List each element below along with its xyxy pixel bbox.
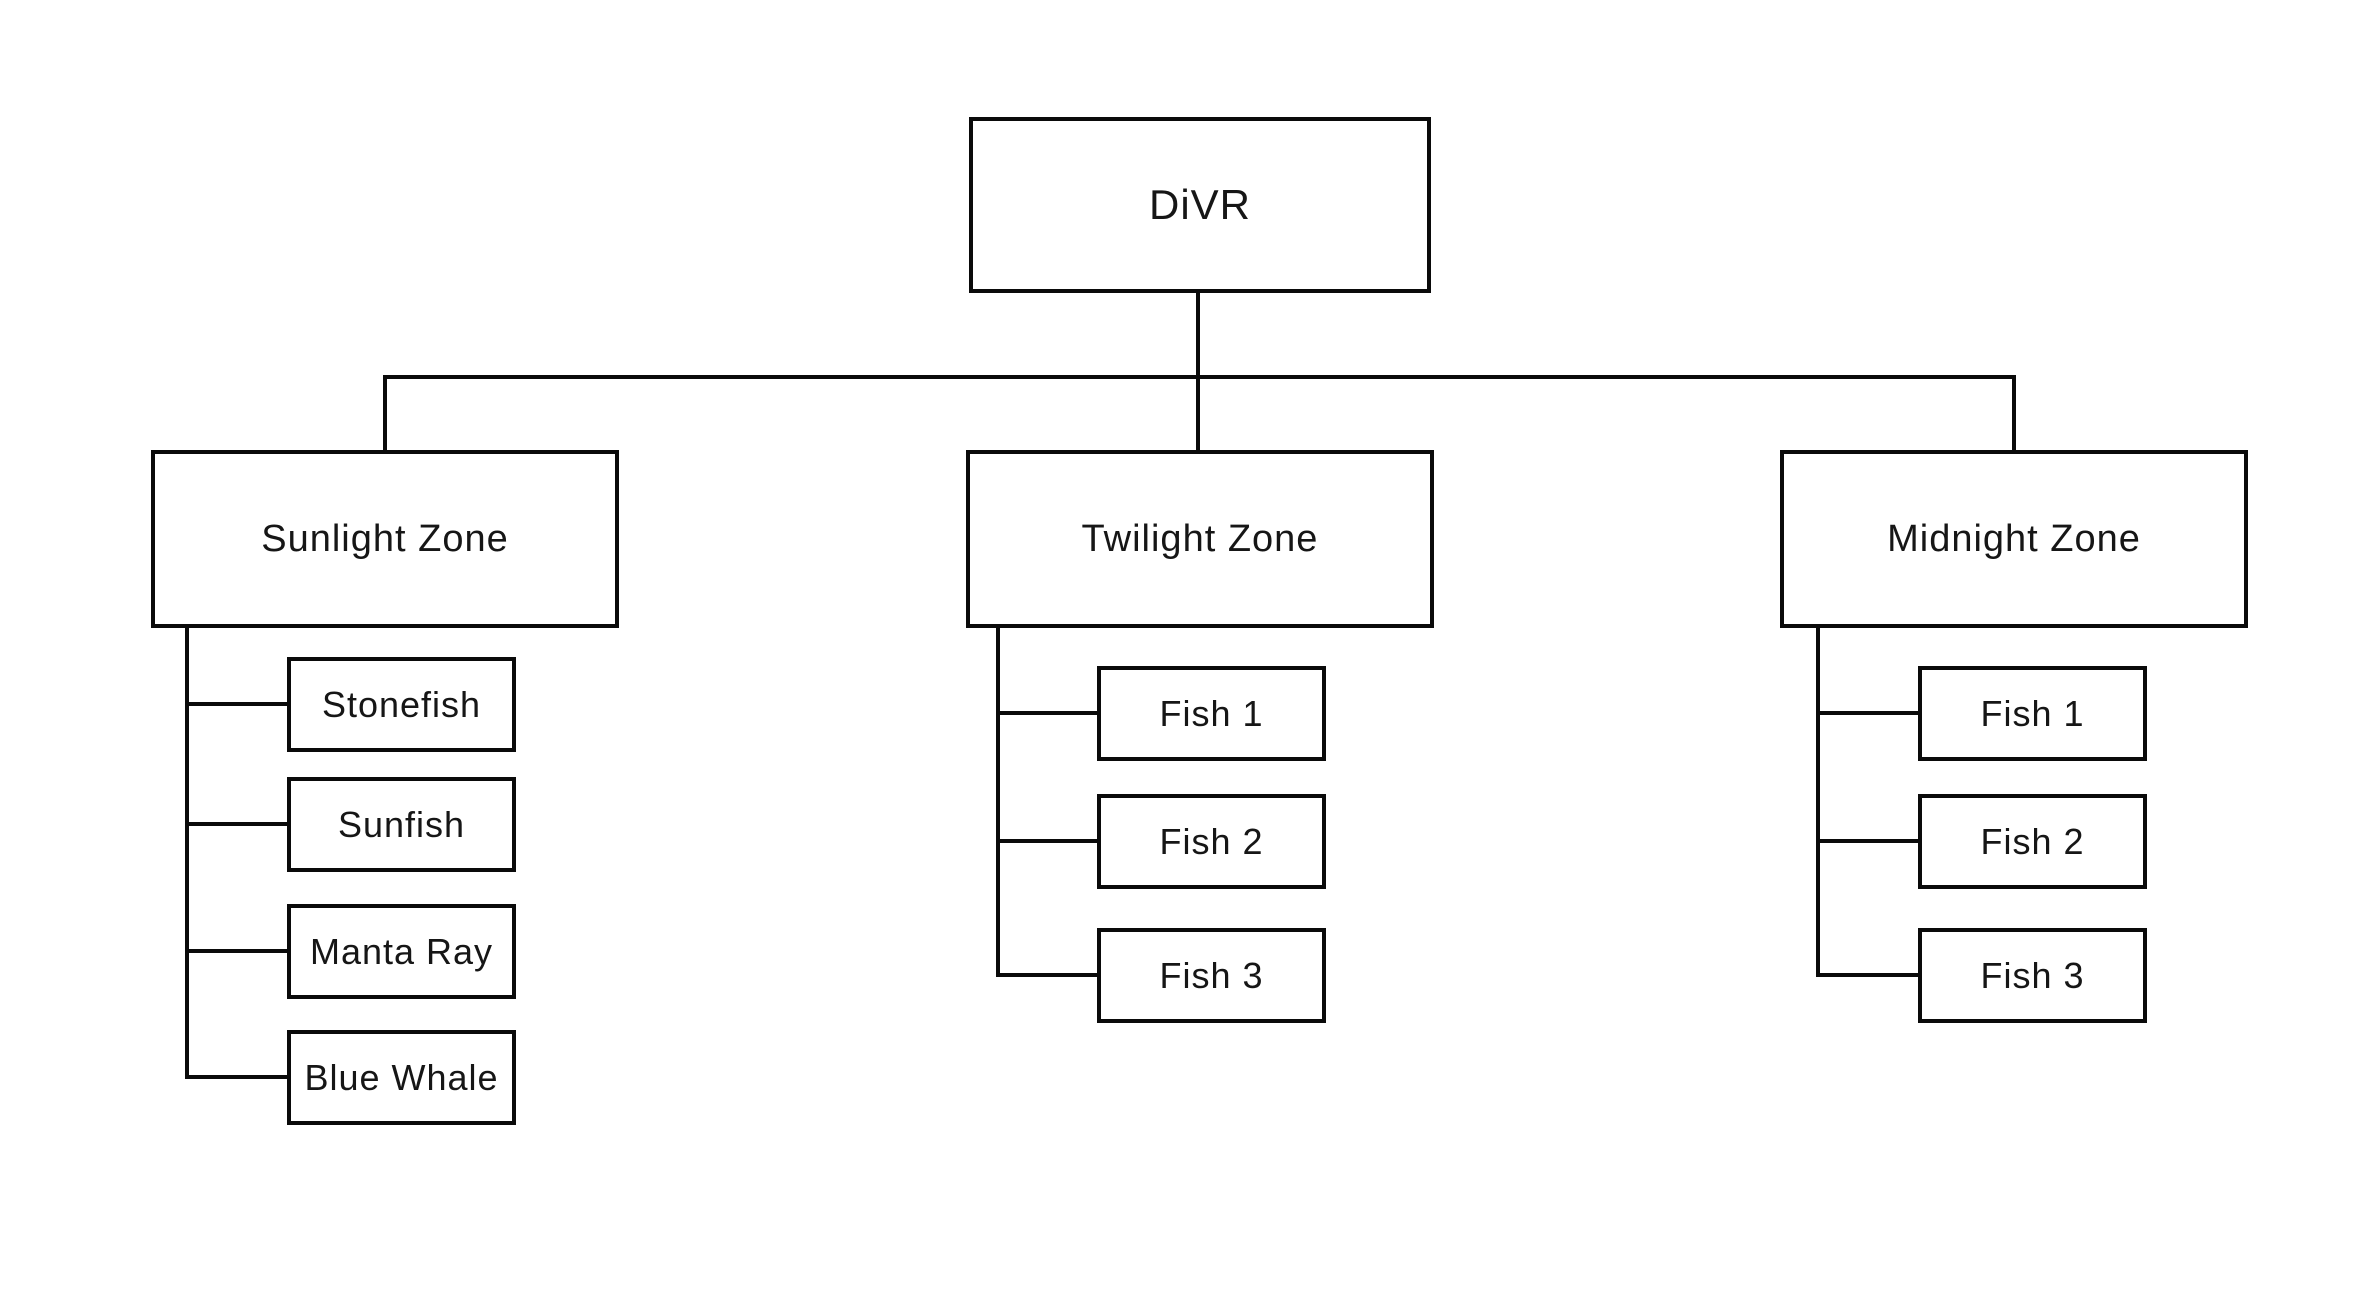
child-node-manta-ray: Manta Ray <box>287 904 516 999</box>
child-node-label: Fish 2 <box>1159 820 1264 862</box>
child-node-twilight-fish-3: Fish 3 <box>1097 928 1326 1023</box>
connector-stub-sunfish <box>185 822 287 826</box>
root-node-divr: DiVR <box>969 117 1431 293</box>
child-node-label: Stonefish <box>321 683 482 725</box>
child-node-twilight-fish-1: Fish 1 <box>1097 666 1326 761</box>
child-node-sunfish: Sunfish <box>287 777 516 872</box>
child-node-label: Sunfish <box>337 803 466 845</box>
connector-spine-midnight <box>1816 628 1820 977</box>
zone-node-label: Midnight Zone <box>1887 517 2141 560</box>
zone-node-midnight: Midnight Zone <box>1780 450 2248 628</box>
connector-stub-stonefish <box>185 702 287 706</box>
child-node-midnight-fish-1: Fish 1 <box>1918 666 2147 761</box>
child-node-label: Blue Whale <box>304 1056 499 1098</box>
child-node-label: Fish 3 <box>1159 954 1264 996</box>
connector-stub-midnight-fish-1 <box>1816 711 1918 715</box>
zone-node-label: Sunlight Zone <box>261 517 509 560</box>
connector-horizontal-bus <box>383 375 2016 379</box>
connector-stub-twilight-fish-1 <box>996 711 1097 715</box>
child-node-twilight-fish-2: Fish 2 <box>1097 794 1326 889</box>
connector-stub-twilight-fish-2 <box>996 839 1097 843</box>
connector-stub-midnight-fish-2 <box>1816 839 1918 843</box>
child-node-label: Fish 1 <box>1159 692 1264 734</box>
child-node-midnight-fish-2: Fish 2 <box>1918 794 2147 889</box>
connector-stub-blue-whale <box>185 1075 287 1079</box>
child-node-midnight-fish-3: Fish 3 <box>1918 928 2147 1023</box>
connector-root-riser <box>1196 293 1200 450</box>
child-node-label: Manta Ray <box>309 930 494 972</box>
connector-spine-sunlight <box>185 628 189 1079</box>
child-node-blue-whale: Blue Whale <box>287 1030 516 1125</box>
connector-stub-twilight-fish-3 <box>996 973 1097 977</box>
connector-stub-manta-ray <box>185 949 287 953</box>
zone-node-label: Twilight Zone <box>1081 517 1319 560</box>
connector-stub-midnight-fish-3 <box>1816 973 1918 977</box>
zone-node-twilight: Twilight Zone <box>966 450 1434 628</box>
child-node-stonefish: Stonefish <box>287 657 516 752</box>
connector-drop-midnight <box>2012 375 2016 450</box>
root-node-label: DiVR <box>1148 181 1251 228</box>
connector-spine-twilight <box>996 628 1000 977</box>
child-node-label: Fish 2 <box>1980 820 2085 862</box>
child-node-label: Fish 1 <box>1980 692 2085 734</box>
child-node-label: Fish 3 <box>1980 954 2085 996</box>
zone-node-sunlight: Sunlight Zone <box>151 450 619 628</box>
connector-drop-sunlight <box>383 375 387 450</box>
